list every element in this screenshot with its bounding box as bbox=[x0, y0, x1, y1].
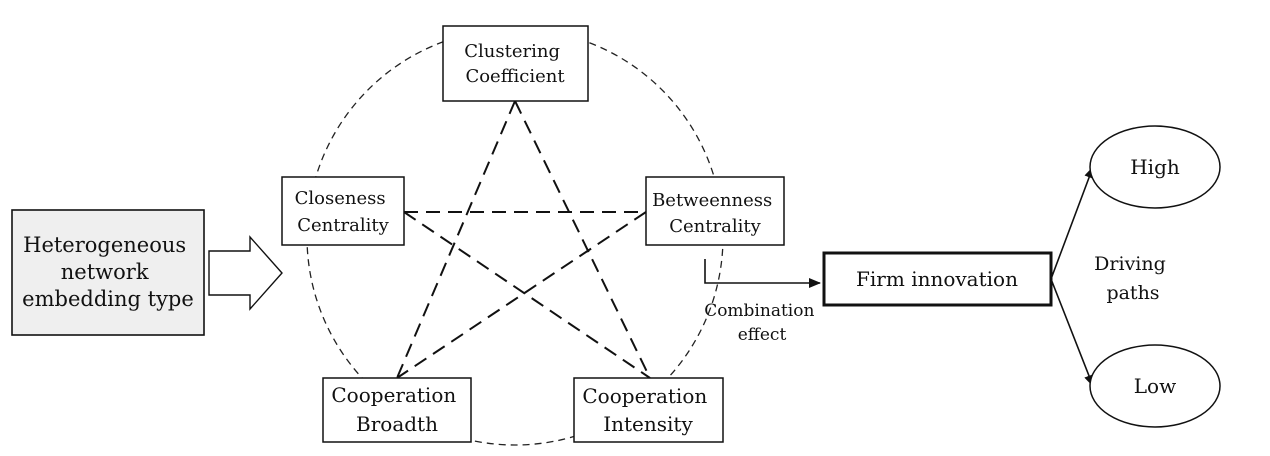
input-box-line-2: network bbox=[61, 260, 149, 284]
betweenness-line-1: Betweenness bbox=[652, 190, 772, 211]
intensity-line-1: Cooperation bbox=[582, 384, 707, 408]
path-low-label: Low bbox=[1134, 374, 1176, 398]
input-box: Heterogeneous network embedding type bbox=[11, 209, 205, 336]
driving-line-1: Driving bbox=[1094, 253, 1166, 275]
driving-line-2: paths bbox=[1106, 282, 1159, 304]
svg-text:Betweenness Centrality: Betweenness Centrality bbox=[652, 190, 778, 237]
path-arrow-low bbox=[1050, 278, 1094, 387]
input-box-line-1: Heterogeneous bbox=[23, 233, 186, 257]
link-closeness-intensity bbox=[403, 211, 651, 379]
driving-paths-label: Driving paths bbox=[1094, 253, 1172, 304]
closeness-line-2: Centrality bbox=[297, 215, 389, 236]
node-closeness-centrality: Closeness Centrality bbox=[281, 176, 405, 246]
input-arrow bbox=[208, 235, 283, 311]
star-connections bbox=[396, 100, 651, 379]
path-low: Low bbox=[1089, 344, 1221, 428]
node-betweenness-centrality: Betweenness Centrality bbox=[645, 176, 785, 246]
node-cooperation-intensity: Cooperation Intensity bbox=[573, 377, 724, 443]
link-clustering-intensity bbox=[514, 100, 651, 379]
broadth-line-2: Broadth bbox=[356, 412, 438, 436]
svg-text:Heterogeneous network: Heterogeneous network embedding type bbox=[22, 233, 194, 311]
node-cooperation-broadth: Cooperation Broadth bbox=[322, 377, 472, 443]
svg-text:Cooperation Broadth: Cooperation Broadth bbox=[331, 383, 462, 436]
betweenness-line-2: Centrality bbox=[669, 216, 761, 237]
link-clustering-broadth bbox=[396, 100, 516, 379]
firm-innovation-label: Firm innovation bbox=[856, 267, 1018, 291]
closeness-line-1: Closeness bbox=[295, 188, 386, 209]
intensity-line-2: Intensity bbox=[603, 412, 693, 436]
combination-effect-label: Combination effect bbox=[704, 301, 820, 345]
node-clustering-coefficient: Clustering Coefficient bbox=[442, 25, 589, 102]
svg-text:Closeness Centrality: Closeness Centrality bbox=[295, 188, 392, 236]
clustering-line-1: Clustering bbox=[464, 41, 560, 62]
broadth-line-1: Cooperation bbox=[331, 383, 456, 407]
path-high-label: High bbox=[1130, 155, 1180, 179]
clustering-line-2: Coefficient bbox=[465, 66, 565, 87]
combination-line-1: Combination bbox=[704, 301, 814, 321]
input-box-line-3: embedding type bbox=[22, 287, 194, 311]
combination-arrow bbox=[704, 259, 821, 288]
path-high: High bbox=[1089, 125, 1221, 209]
combination-line-2: effect bbox=[738, 325, 787, 345]
firm-innovation-box: Firm innovation bbox=[822, 251, 1053, 307]
path-arrow-high bbox=[1050, 166, 1094, 280]
svg-text:Clustering Coefficient: Clustering Coefficient bbox=[464, 41, 565, 87]
link-betweenness-broadth bbox=[396, 211, 647, 379]
svg-text:Cooperation Intensity: Cooperation Intensity bbox=[582, 384, 713, 436]
